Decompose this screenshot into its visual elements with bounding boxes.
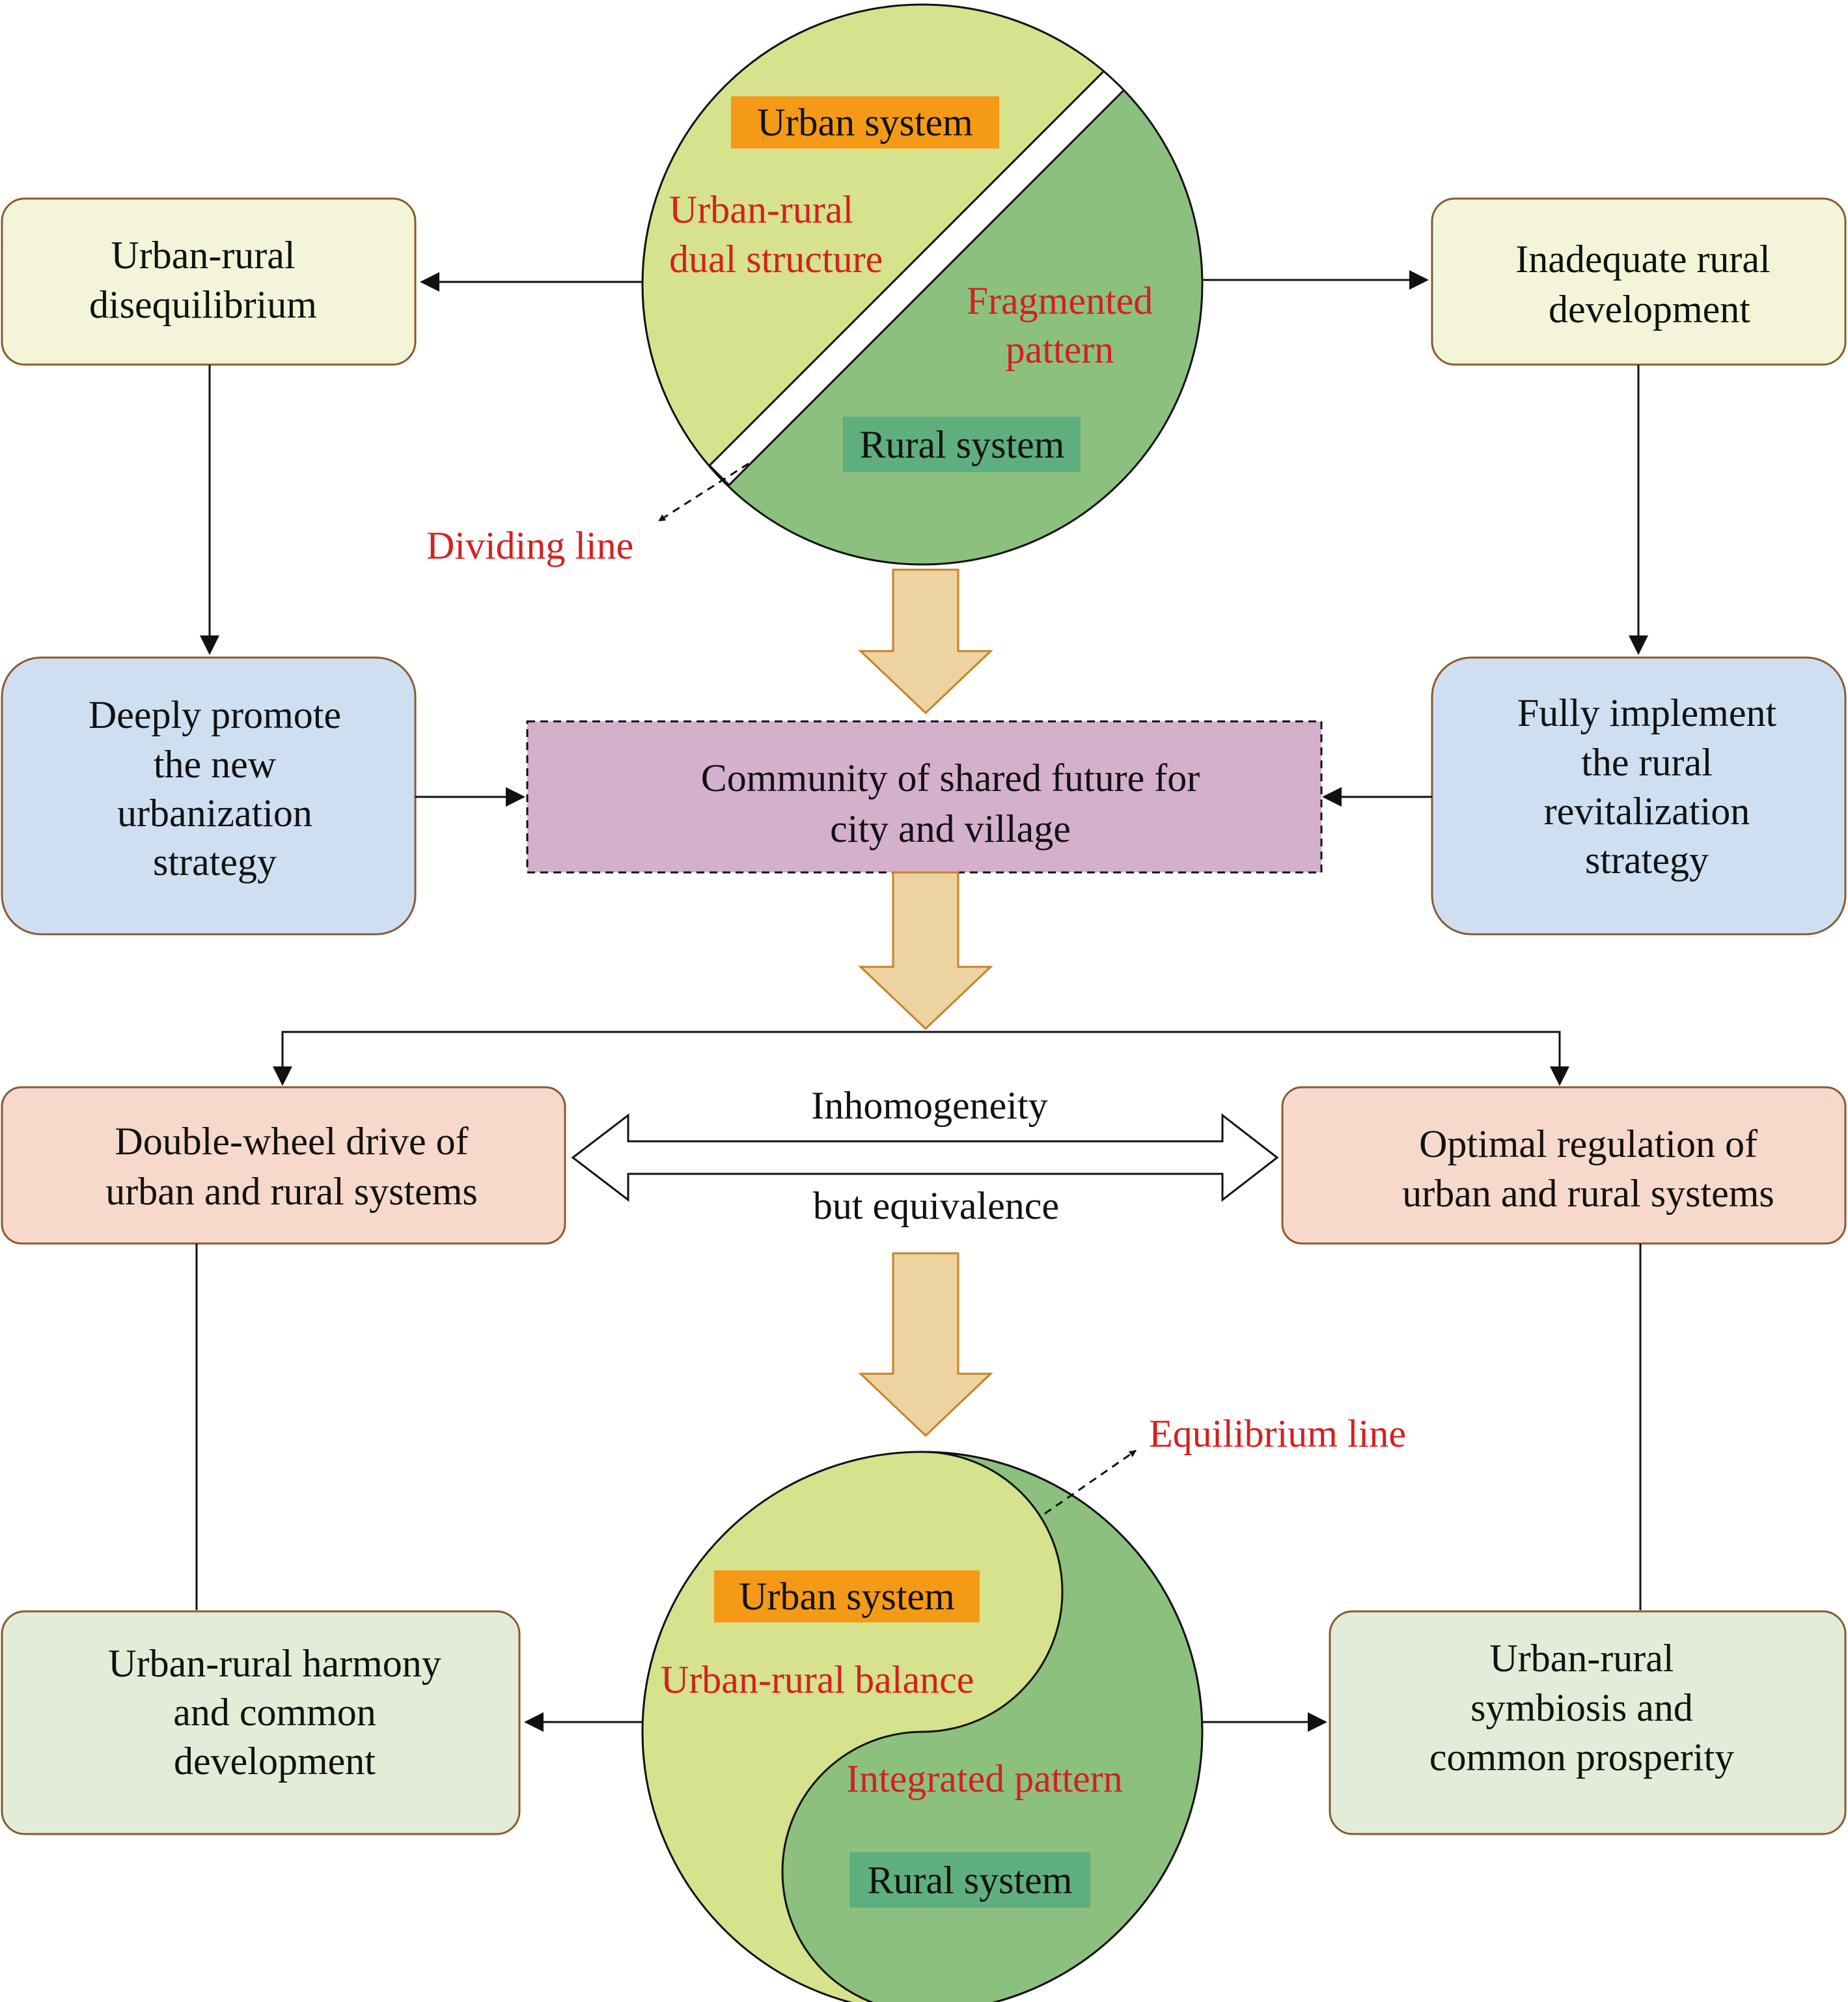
left-drive-line2: urban and rural systems [105,1170,478,1213]
left-bottom-line1: Urban-rural harmony [108,1642,441,1685]
right-strategy-line2: the rural [1581,741,1713,784]
bottom-rural-label: Rural system [868,1859,1073,1902]
left-drive-box: Double-wheel drive of urban and rural sy… [1,1086,566,1245]
left-strategy-line2: the new [154,743,277,786]
balance-label: Urban-rural balance [661,1658,974,1701]
inhomogeneity-equivalence-arrow: Inhomogeneity but equivalence [571,1084,1279,1227]
bottom-circle-outline [641,1451,1204,2002]
dual-structure-line1: Urban-rural [669,188,853,231]
left-bottom-line3: development [174,1740,376,1783]
right-strategy-box: Fully implement the rural revitalization… [1431,656,1847,936]
right-strategy-line4: strategy [1585,839,1709,882]
center-box: Community of shared future for city and … [526,720,1323,874]
inhomogeneity-label: Inhomogeneity [811,1084,1047,1127]
big-down-arrow-1 [858,568,993,715]
urban-system-label: Urban system [757,101,973,144]
bottom-rural-label-bg [849,1852,1090,1908]
right-bottom-line3: common prosperity [1429,1736,1734,1779]
right-bottom-line2: symbiosis and [1470,1686,1693,1729]
bottom-circle: Equilibrium line Urban system Urban-rura… [641,1412,1406,2002]
right-top-box-line2: development [1549,288,1750,331]
top-circle: Urban system Urban-rural dual structure … [426,3,1204,567]
left-strategy-line3: urbanization [117,792,312,835]
double-headed-arrow [571,1113,1279,1203]
right-bottom-line1: Urban-rural [1489,1637,1674,1680]
big-down-arrow-2 [858,871,993,1031]
fragmented-pattern-line1: Fragmented [967,279,1153,322]
urban-system-label-bg [731,96,999,148]
left-top-box-line2: disequilibrium [89,283,317,326]
rural-system-label: Rural system [860,423,1065,466]
fragmented-pattern-line2: pattern [1006,328,1114,371]
dividing-line-label: Dividing line [426,524,633,567]
left-drive-line1: Double-wheel drive of [115,1120,468,1163]
right-regulation-line2: urban and rural systems [1402,1172,1774,1215]
right-strategy-line1: Fully implement [1517,691,1777,734]
left-strategy-box: Deeply promote the new urbanization stra… [1,656,417,936]
bottom-urban-label-bg [714,1570,980,1622]
bottom-urban-label: Urban system [739,1575,955,1618]
left-bottom-box: Urban-rural harmony and common developme… [1,1610,521,1835]
left-bottom-line2: and common [173,1691,376,1734]
right-top-box-line1: Inadequate rural [1515,238,1770,281]
right-regulation-box: Optimal regulation of urban and rural sy… [1281,1086,1847,1245]
dividing-line-pointer [658,462,749,522]
left-top-box-line1: Urban-rural [111,234,295,277]
right-top-box: Inadequate rural development [1431,197,1847,366]
right-regulation-line1: Optimal regulation of [1419,1122,1758,1165]
center-box-line1: Community of shared future for [701,757,1200,799]
equilibrium-line-pointer [1044,1449,1137,1515]
left-strategy-line4: strategy [153,841,277,883]
dual-structure-line2: dual structure [669,238,883,281]
right-bottom-box: Urban-rural symbiosis and common prosper… [1329,1610,1847,1835]
big-down-arrow-3 [858,1252,993,1438]
left-strategy-line1: Deeply promote [89,693,341,736]
center-box-line2: city and village [830,807,1071,850]
equilibrium-line-label: Equilibrium line [1149,1412,1406,1455]
right-strategy-line3: revitalization [1544,790,1750,833]
split-bracket [281,1031,1561,1084]
rural-system-label-bg [843,417,1081,472]
left-top-box: Urban-rural disequilibrium [1,197,417,366]
top-circle-outline [641,3,1204,566]
equivalence-label: but equivalence [813,1184,1059,1227]
integrated-pattern-label: Integrated pattern [846,1757,1123,1800]
